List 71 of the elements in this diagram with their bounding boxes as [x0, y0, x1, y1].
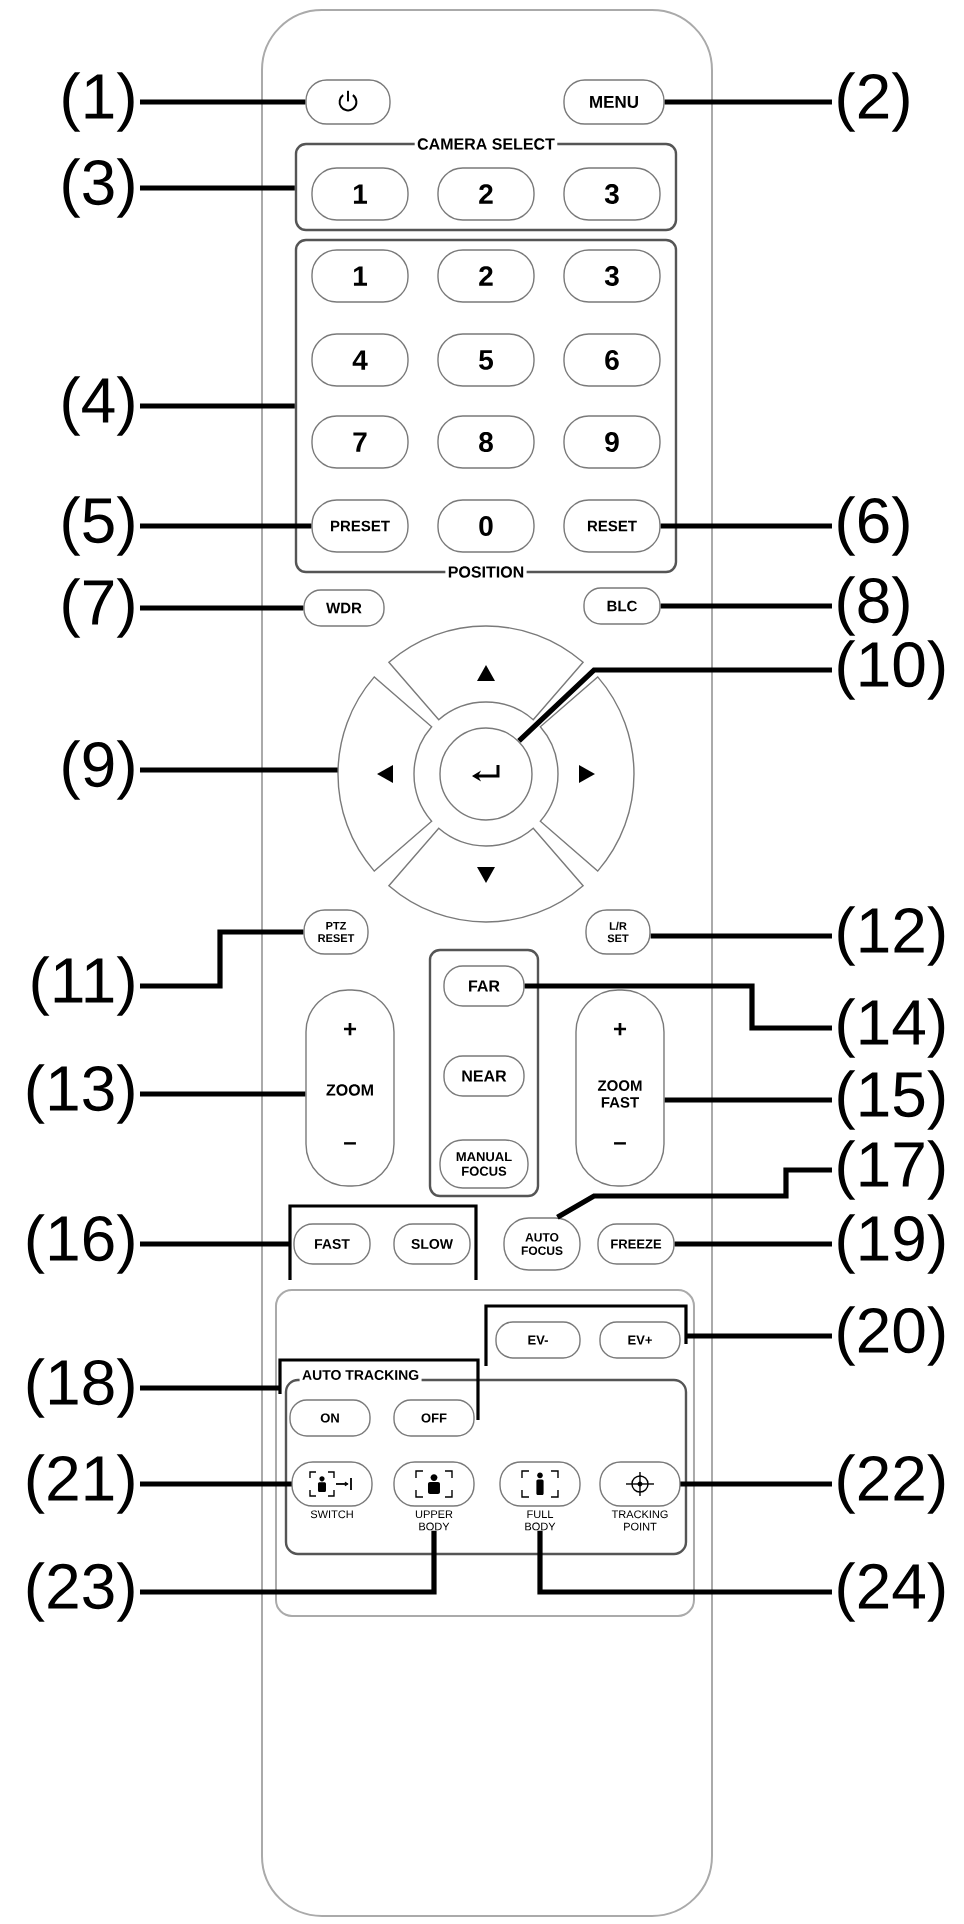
callout-number: (8)	[838, 576, 909, 636]
leader-line	[517, 667, 832, 743]
button: 0	[437, 499, 535, 553]
leader-line	[140, 767, 338, 773]
leader-line	[650, 933, 832, 939]
button: 2	[437, 249, 535, 303]
callout-number: (21)	[27, 1454, 134, 1514]
zoom-rocker: + ZOOM –	[305, 989, 395, 1187]
button: NEAR	[443, 1055, 525, 1097]
leader-line	[674, 1241, 832, 1247]
leader-line	[140, 929, 304, 989]
button: MENU	[563, 79, 665, 125]
button: 1	[311, 167, 409, 221]
callout-number: (11)	[32, 956, 134, 1016]
leader-line	[680, 1481, 832, 1487]
group-box	[284, 1378, 688, 1556]
callout-number: (10)	[838, 640, 945, 700]
leader-line	[140, 1241, 290, 1247]
callout-number: (19)	[838, 1214, 945, 1274]
callout-number: (22)	[838, 1454, 945, 1514]
callout-number: (2)	[838, 72, 909, 132]
callout-number: (14)	[838, 998, 945, 1058]
callout-number: (23)	[27, 1562, 134, 1622]
leader-line	[140, 605, 304, 611]
callout-number: (17)	[838, 1140, 945, 1200]
leader-line	[660, 603, 832, 609]
leader-line	[140, 1385, 280, 1391]
leader-line	[664, 99, 832, 105]
bracket	[484, 1304, 688, 1366]
leader-line	[140, 1530, 437, 1595]
leader-line	[140, 1481, 292, 1487]
callout-number: (15)	[838, 1070, 945, 1130]
callout-number: (24)	[838, 1562, 945, 1622]
button: 4	[311, 333, 409, 387]
callout-number: (1)	[63, 72, 134, 132]
button: 2	[437, 167, 535, 221]
bracket	[288, 1204, 478, 1280]
leader-line	[556, 1167, 832, 1220]
button: 8	[437, 415, 535, 469]
callout-number: (9)	[63, 740, 134, 800]
leader-line	[686, 1333, 832, 1339]
callout-number: (6)	[838, 496, 909, 556]
panel	[275, 1289, 695, 1617]
remote-body	[261, 9, 713, 1917]
leader-line	[140, 99, 306, 105]
button: 9	[563, 415, 661, 469]
leader-line	[140, 403, 295, 409]
callout-number: (18)	[27, 1358, 134, 1418]
callout-number: (5)	[63, 496, 134, 556]
leader-line	[140, 185, 295, 191]
callout-number: (13)	[27, 1064, 134, 1124]
leader-line	[140, 1091, 306, 1097]
button: 3	[563, 249, 661, 303]
button: 7	[311, 415, 409, 469]
leader-line	[140, 523, 312, 529]
callout-number: (7)	[63, 578, 134, 638]
button: FAR	[443, 965, 525, 1007]
callout-number: (16)	[27, 1214, 134, 1274]
callout-number: (4)	[63, 376, 134, 436]
leader-line	[660, 523, 832, 529]
button: 3	[563, 167, 661, 221]
leader-line	[664, 1097, 832, 1103]
button: 6	[563, 333, 661, 387]
group-box	[428, 948, 540, 1198]
callout-number: (12)	[838, 906, 945, 966]
callout-number: (3)	[63, 158, 134, 218]
button: 1	[311, 249, 409, 303]
button: 5	[437, 333, 535, 387]
leader-line	[524, 983, 832, 1031]
leader-line	[537, 1530, 832, 1595]
callout-number: (20)	[838, 1306, 945, 1366]
